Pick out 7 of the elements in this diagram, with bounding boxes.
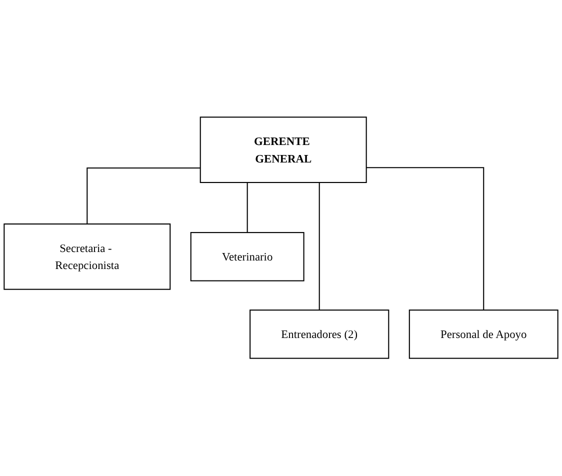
node-box: Veterinario <box>190 232 304 282</box>
node-box: Entrenadores (2) <box>250 310 390 360</box>
node-box: GERENTE GENERAL <box>200 116 367 184</box>
node-box: Personal de Apoyo <box>408 310 558 360</box>
connector <box>86 168 200 224</box>
connector <box>366 167 484 310</box>
node-box: Secretaria - Recepcionista <box>4 224 171 290</box>
